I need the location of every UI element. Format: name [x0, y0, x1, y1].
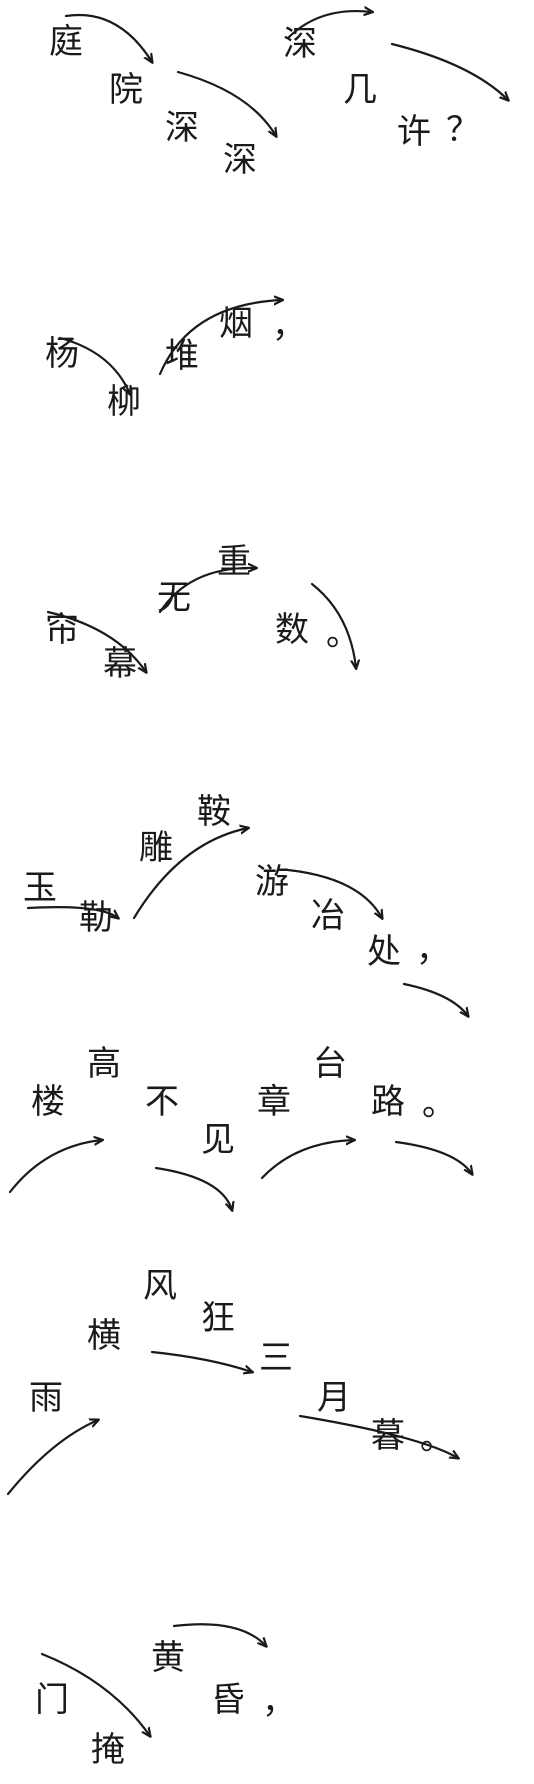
- poem-punctuation: ，: [262, 1682, 296, 1722]
- poem-char: 无: [157, 578, 191, 618]
- poem-char: 杨: [45, 334, 79, 374]
- poem-char: 几: [343, 70, 377, 110]
- poem-char: 不: [145, 1082, 179, 1122]
- poem-char: 堆: [165, 336, 199, 376]
- poem-char: 数: [275, 610, 309, 650]
- poem-char: 章: [257, 1082, 291, 1122]
- arrow-curve: [402, 982, 468, 1016]
- poem-char: 狂: [201, 1298, 235, 1338]
- poem-punctuation: 。: [422, 1084, 456, 1124]
- poem-char: 门: [35, 1680, 69, 1720]
- arrow-curve: [154, 1166, 232, 1210]
- poem-char: 帘: [45, 610, 79, 650]
- poem-char: 玉: [23, 868, 57, 908]
- poem-char: 烟: [219, 304, 253, 344]
- poem-char: 深: [223, 140, 257, 180]
- arrow-curve: [260, 1140, 354, 1180]
- poem-char: 雨: [29, 1378, 63, 1418]
- poem-char: 处: [367, 932, 401, 972]
- poem-char: 昏: [211, 1680, 245, 1720]
- poem-char: 风: [143, 1266, 177, 1306]
- poem-char: 柳: [107, 382, 141, 422]
- poem-char: 暮: [371, 1416, 405, 1456]
- poem-char: 鞍: [197, 792, 231, 832]
- poem-char: 庭: [49, 22, 83, 62]
- poem-char: 掩: [91, 1730, 125, 1770]
- poem-char: 高: [87, 1044, 121, 1084]
- poem-char: 深: [283, 24, 317, 64]
- poem-char: 许: [397, 112, 431, 152]
- poem-char: 重: [217, 542, 251, 582]
- poem-punctuation: ，: [416, 930, 450, 970]
- poem-char: 冶: [311, 896, 345, 936]
- poem-char: 幕: [103, 644, 137, 684]
- poem-char: 游: [255, 862, 289, 902]
- poem-punctuation: ，: [272, 306, 306, 346]
- poem-char: 路: [371, 1082, 405, 1122]
- arrow-curve: [6, 1420, 98, 1496]
- arrow-curve: [150, 1350, 252, 1372]
- poem-char: 勒: [79, 898, 113, 938]
- poem-char: 三: [259, 1338, 293, 1378]
- poem-punctuation: ？: [446, 110, 480, 150]
- poem-char: 楼: [31, 1082, 65, 1122]
- poem-char: 台: [313, 1044, 347, 1084]
- poem-char: 横: [87, 1316, 121, 1356]
- arrow-curve: [8, 1140, 102, 1194]
- arrow-curve: [390, 42, 508, 100]
- poem-char: 院: [109, 70, 143, 110]
- poem-char: 深: [165, 108, 199, 148]
- poem-punctuation: 。: [326, 614, 360, 654]
- poem-char: 月: [317, 1378, 351, 1418]
- poem-char: 黄: [151, 1638, 185, 1678]
- arrow-curve: [394, 1140, 472, 1174]
- poem-char: 雕: [139, 828, 173, 868]
- poem-punctuation: 。: [420, 1418, 454, 1458]
- poem-char: 见: [201, 1120, 235, 1160]
